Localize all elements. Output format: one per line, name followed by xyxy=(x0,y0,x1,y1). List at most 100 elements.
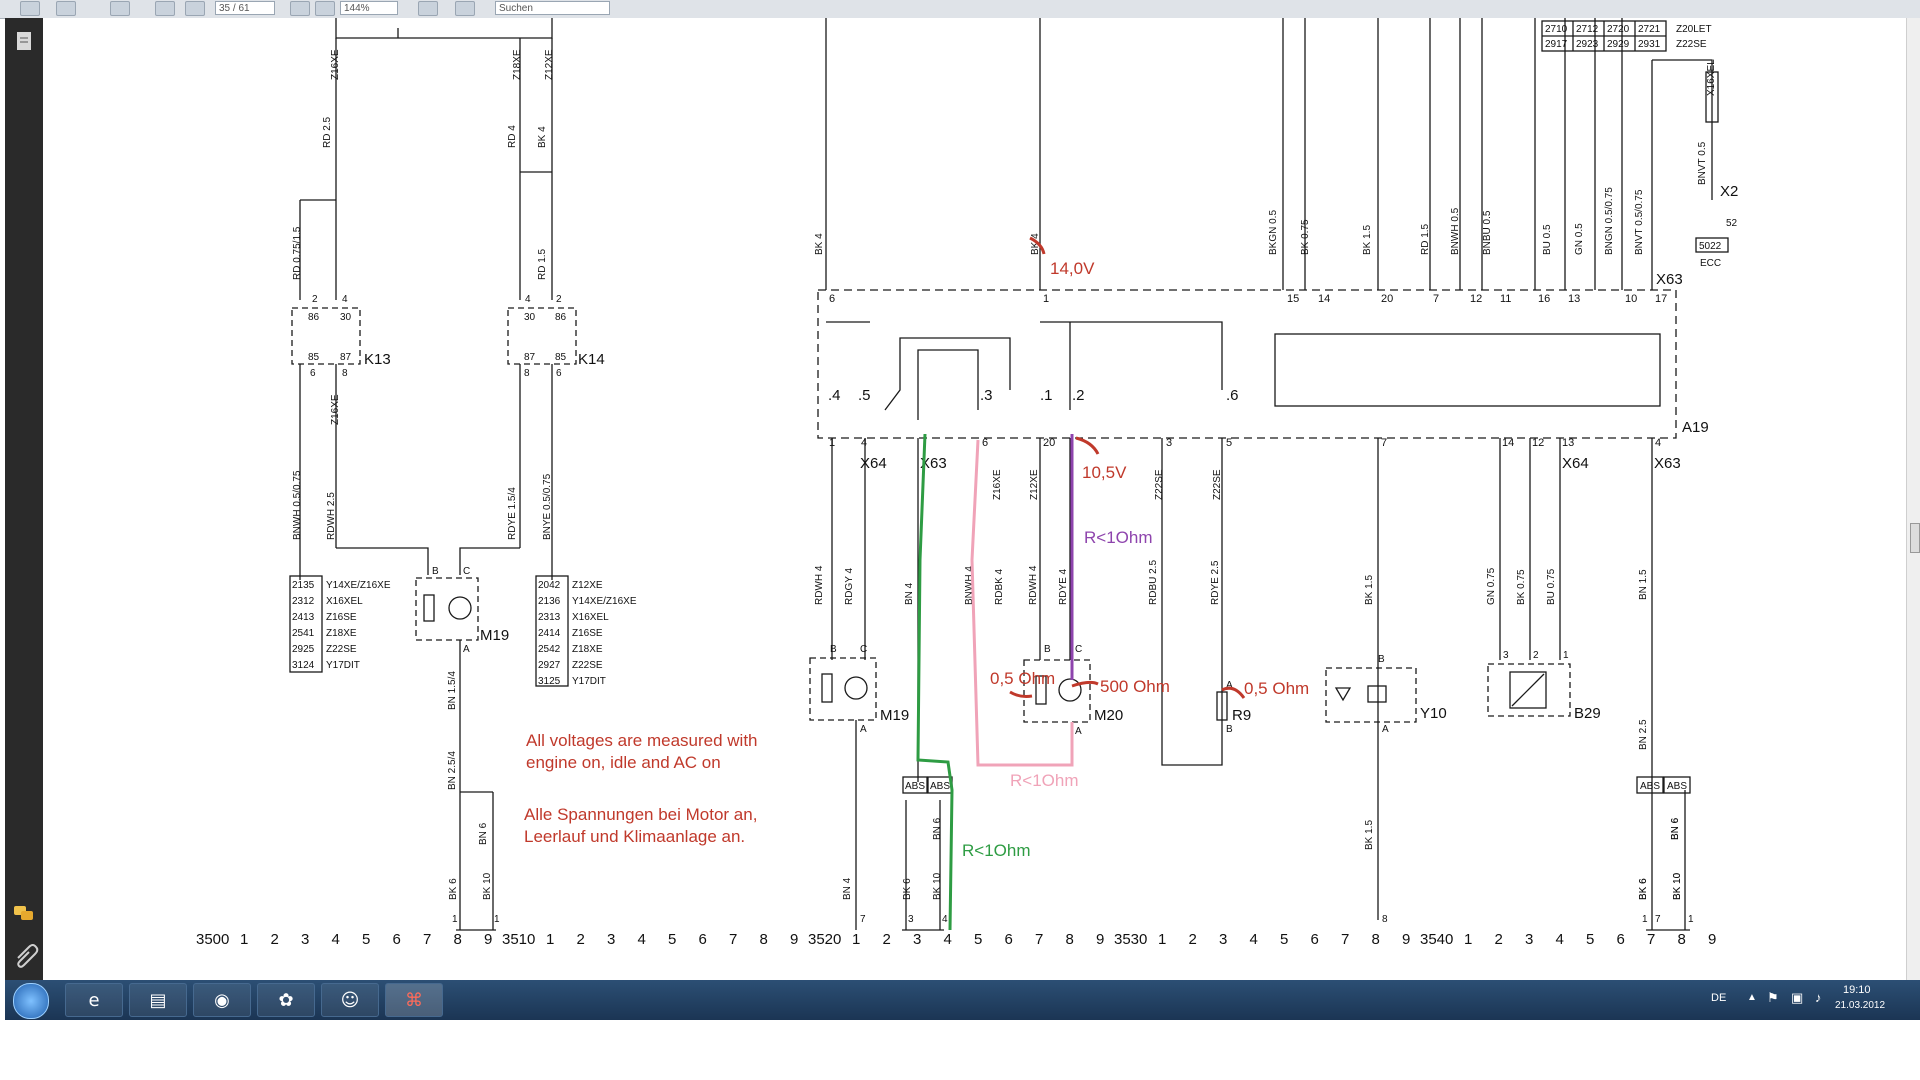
ruler-tick-label: 5 xyxy=(362,931,370,948)
ruler-tick-label: 4 xyxy=(332,931,340,948)
fuse-label: Z12XE xyxy=(1029,469,1040,500)
note-english-line2: engine on, idle and AC on xyxy=(526,753,721,772)
connector-x63-a-label: X63 xyxy=(920,455,947,472)
volume-icon[interactable]: ♪ xyxy=(1815,990,1822,1005)
attachment-icon[interactable] xyxy=(17,944,39,968)
engine-code-right: 2313 xyxy=(538,612,561,623)
a19-contact: .1 xyxy=(1040,387,1053,404)
k14-pin: 86 xyxy=(555,312,567,323)
print-button[interactable] xyxy=(20,1,40,16)
a19-top-pin: 15 xyxy=(1287,293,1299,305)
sensor-pin: 3 xyxy=(1503,650,1509,661)
motor-m19-right-label: M19 xyxy=(880,707,909,724)
a19-bottom-pin: 4 xyxy=(1655,437,1661,449)
k14-pin: 6 xyxy=(556,368,562,379)
fit-width-button[interactable] xyxy=(455,1,475,16)
wire-gauge-label: BK 10 xyxy=(1672,872,1683,900)
internet-explorer-icon[interactable]: e xyxy=(65,983,123,1017)
resistance-purple-annotation: R<1Ohm xyxy=(1084,528,1153,547)
motor-pin: A xyxy=(860,724,867,735)
wire-gauge-label: BK 1.5 xyxy=(1364,820,1375,850)
wire-gauge-label: BK 6 xyxy=(448,878,459,900)
ruler-tick-label: 1 xyxy=(852,931,860,948)
fit-page-button[interactable] xyxy=(418,1,438,16)
a19-top-pin: 10 xyxy=(1625,293,1637,305)
adobe-reader-icon[interactable]: ⌘ xyxy=(385,983,443,1017)
ruler-tick-label: 9 xyxy=(1096,931,1104,948)
firefox-icon[interactable]: ◉ xyxy=(193,983,251,1017)
ecc-box-code: 5022 xyxy=(1699,241,1722,252)
ground-pin: 7 xyxy=(860,914,866,925)
valve-pin: B xyxy=(1378,654,1385,665)
fuse-label: Z16XE xyxy=(330,49,341,80)
k14-pin: 85 xyxy=(555,352,567,363)
a19-bottom-pin: 3 xyxy=(1166,437,1172,449)
clock-time[interactable]: 19:10 xyxy=(1843,984,1871,996)
ruler-tick-label: 6 xyxy=(393,931,401,948)
ruler-section-label: 3500 xyxy=(196,931,229,948)
action-center-icon[interactable]: ⚑ xyxy=(1767,990,1779,1005)
network-icon[interactable]: ▣ xyxy=(1791,990,1804,1005)
search-input[interactable]: Suchen xyxy=(495,1,610,15)
motor-pin: B xyxy=(432,566,439,577)
ruler-section-label: 3510 xyxy=(502,931,535,948)
wire-gauge-label: BN 6 xyxy=(1670,817,1681,840)
icq-flower-icon[interactable]: ✿ xyxy=(257,983,315,1017)
zoom-in-button[interactable] xyxy=(315,1,335,16)
k14-pin: 8 xyxy=(524,368,530,379)
k13-pin: 6 xyxy=(310,368,316,379)
wire-gauge-label: BNWH 0.5 xyxy=(1450,207,1461,255)
engine-name-left: Z16SE xyxy=(326,612,357,623)
k13-pin: 87 xyxy=(340,352,352,363)
navigation-pane xyxy=(5,18,43,980)
fuse-label: Z16XE xyxy=(330,394,341,425)
fuse-label: Z16XE xyxy=(992,469,1003,500)
language-indicator[interactable]: DE xyxy=(1711,992,1727,1004)
zoom-out-button[interactable] xyxy=(290,1,310,16)
wire-gauge-label: RDWH 4 xyxy=(814,565,825,605)
wire-gauge-label: RD 0.75/1.5 xyxy=(292,226,303,280)
ruler-tick-label: 8 xyxy=(760,931,768,948)
messenger-icon[interactable]: ☺ xyxy=(321,983,379,1017)
fuse-label: Z12XE xyxy=(544,49,555,80)
ruler-tick-label: 1 xyxy=(546,931,554,948)
ruler-tick-label: 6 xyxy=(1005,931,1013,948)
page-number-field[interactable]: 35 / 61 xyxy=(215,1,275,15)
ruler-tick-label: 3 xyxy=(913,931,921,948)
zoom-field[interactable]: 144% xyxy=(340,1,398,15)
relay-k13-label: K13 xyxy=(364,351,391,368)
ruler-tick-label: 3 xyxy=(1525,931,1533,948)
fuse-label: X16XEL xyxy=(1706,59,1717,96)
wire-gauge-label: RDBK 4 xyxy=(994,568,1005,605)
ohm-annotation: 0,5 Ohm xyxy=(1244,679,1309,698)
engine-code-left: 2541 xyxy=(292,628,315,639)
ruler-section-label: 3520 xyxy=(808,931,841,948)
wire-gauge-label: RD 4 xyxy=(507,125,518,148)
valve-y10-label: Y10 xyxy=(1420,705,1447,722)
wire-gauge-label: RDWH 4 xyxy=(1028,565,1039,605)
motor-pin: A xyxy=(1075,726,1082,737)
abs-label: ABS xyxy=(930,781,950,792)
previous-page-button[interactable] xyxy=(155,1,175,16)
wire-gauge-label: BN 6 xyxy=(1670,817,1681,840)
connector-x64-b-label: X64 xyxy=(1562,455,1589,472)
clock-date[interactable]: 21.03.2012 xyxy=(1835,1000,1886,1011)
ground-pin: 3 xyxy=(908,914,914,925)
folder-icon[interactable]: ▤ xyxy=(129,983,187,1017)
ruler-tick-label: 5 xyxy=(1280,931,1288,948)
show-hidden-icons[interactable]: ▲ xyxy=(1747,992,1757,1003)
wire-gauge-label: RD 2.5 xyxy=(322,116,333,148)
vertical-scrollbar[interactable] xyxy=(1906,18,1920,980)
ruler-tick-label: 9 xyxy=(1402,931,1410,948)
pages-icon[interactable] xyxy=(17,32,31,50)
next-page-button[interactable] xyxy=(185,1,205,16)
comments-icon[interactable] xyxy=(14,906,33,920)
email-button[interactable] xyxy=(56,1,76,16)
save-button[interactable] xyxy=(110,1,130,16)
abs-label: ABS xyxy=(1640,781,1660,792)
a19-top-pin: 14 xyxy=(1318,293,1330,305)
start-orb-icon[interactable] xyxy=(13,983,49,1019)
wire-gauge-label: BK 10 xyxy=(1672,872,1683,900)
engine-name-left: Y14XE/Z16XE xyxy=(326,580,391,591)
